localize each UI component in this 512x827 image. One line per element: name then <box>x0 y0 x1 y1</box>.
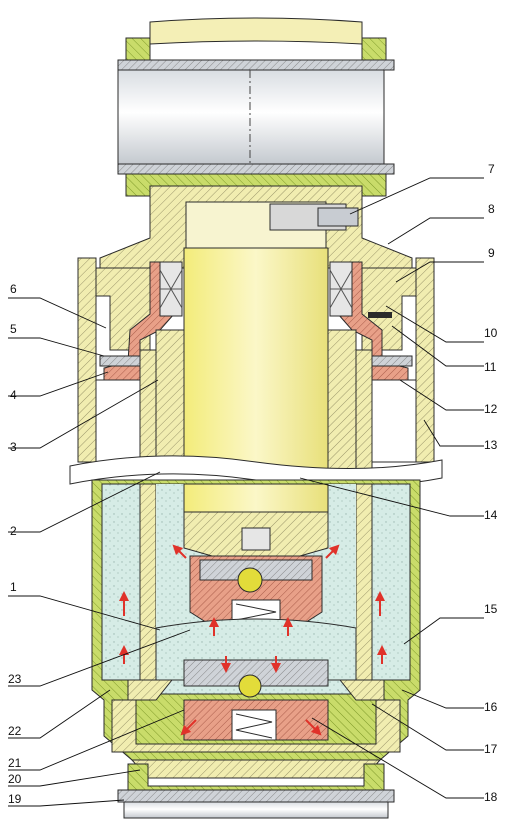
label-15: 15 <box>484 602 498 616</box>
label-13: 13 <box>484 438 498 452</box>
part-labels: 7 8 9 10 11 12 13 14 15 16 17 18 6 5 4 3… <box>8 162 498 806</box>
label-10: 10 <box>484 326 498 340</box>
label-16: 16 <box>484 700 498 714</box>
break-line <box>69 455 443 487</box>
head-casting <box>99 185 413 269</box>
flow-arrows <box>119 544 387 736</box>
label-23: 23 <box>8 672 22 686</box>
lower-eye <box>117 759 395 819</box>
label-2: 2 <box>10 524 17 538</box>
lower-body <box>91 479 421 761</box>
label-19: 19 <box>8 792 22 806</box>
seal-assembly <box>95 261 417 381</box>
leader-lines <box>8 177 484 807</box>
label-20: 20 <box>8 772 22 786</box>
label-4: 4 <box>10 388 17 402</box>
upper-eye-bushing <box>117 17 395 197</box>
label-6: 6 <box>10 282 17 296</box>
working-cylinder <box>95 329 417 471</box>
label-9: 9 <box>488 246 495 260</box>
label-12: 12 <box>484 402 498 416</box>
label-7: 7 <box>488 162 495 176</box>
label-14: 14 <box>484 508 498 522</box>
label-5: 5 <box>10 322 17 336</box>
label-18: 18 <box>484 790 498 804</box>
label-3: 3 <box>10 440 17 454</box>
label-17: 17 <box>484 742 498 756</box>
label-21: 21 <box>8 756 22 770</box>
label-22: 22 <box>8 724 22 738</box>
label-1: 1 <box>10 580 17 594</box>
piston-rod <box>183 247 329 471</box>
outer-casing <box>77 257 435 463</box>
label-11: 11 <box>484 360 497 374</box>
label-8: 8 <box>488 202 495 216</box>
